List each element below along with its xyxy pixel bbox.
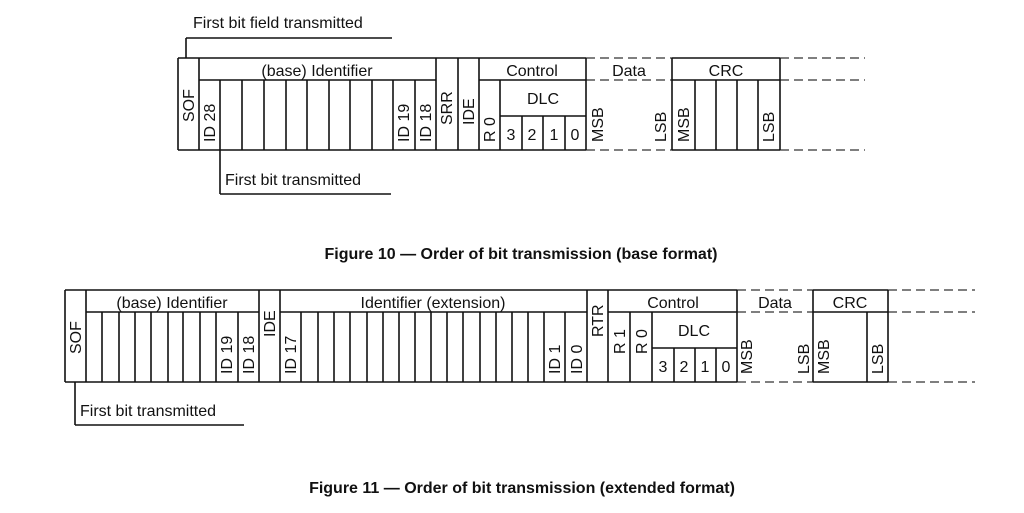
field-id-19: ID 19	[396, 104, 413, 142]
field-sof: SOF	[181, 89, 198, 122]
field-base-identifier: (base) Identifier	[261, 63, 373, 80]
field-id-17: ID 17	[283, 336, 300, 374]
dlc-bit: 0	[571, 127, 580, 144]
crc-msb: MSB	[816, 339, 833, 374]
figure-11-caption: Figure 11 — Order of bit transmission (e…	[309, 480, 735, 497]
annotation-first-bit-field: First bit field transmitted	[193, 15, 363, 32]
field-id-19: ID 19	[219, 336, 236, 374]
field-r0: R 0	[634, 329, 651, 354]
field-ide: IDE	[461, 98, 478, 125]
field-ide: IDE	[262, 310, 279, 337]
dlc-bit: 3	[659, 359, 668, 376]
field-dlc: DLC	[678, 323, 710, 340]
data-lsb: LSB	[796, 344, 813, 374]
crc-lsb: LSB	[761, 112, 778, 142]
crc-msb: MSB	[676, 107, 693, 142]
dlc-bit: 3	[507, 127, 516, 144]
field-dlc: DLC	[527, 91, 559, 108]
figure-11: First bit transmitted SOF (base) Identifie…	[64, 289, 975, 426]
field-base-identifier: (base) Identifier	[116, 295, 228, 312]
field-id-28: ID 28	[202, 104, 219, 142]
field-control: Control	[506, 63, 558, 80]
field-data: Data	[758, 295, 792, 312]
data-lsb: LSB	[653, 112, 670, 142]
dlc-bit: 0	[722, 359, 731, 376]
field-extension-identifier: Identifier (extension)	[361, 295, 506, 312]
figure-10-caption: Figure 10 — Order of bit transmission (b…	[325, 246, 718, 263]
dlc-bit: 2	[528, 127, 537, 144]
data-msb: MSB	[739, 339, 756, 374]
dlc-bit: 1	[550, 127, 559, 144]
dlc-bit: 1	[701, 359, 710, 376]
field-id-1: ID 1	[547, 345, 564, 374]
field-crc: CRC	[709, 63, 744, 80]
field-sof: SOF	[68, 321, 85, 354]
field-id-0: ID 0	[569, 345, 586, 374]
field-r1: R 1	[612, 329, 629, 354]
annotation-first-bit: First bit transmitted	[225, 172, 361, 189]
field-id-18: ID 18	[241, 336, 258, 374]
field-id-18: ID 18	[418, 104, 435, 142]
field-control: Control	[647, 295, 699, 312]
dlc-bit: 2	[680, 359, 689, 376]
field-srr: SRR	[439, 91, 456, 125]
field-r0: R 0	[482, 117, 499, 142]
field-crc: CRC	[833, 295, 868, 312]
data-msb: MSB	[590, 107, 607, 142]
crc-lsb: LSB	[870, 344, 887, 374]
annotation-first-bit: First bit transmitted	[80, 403, 216, 420]
field-rtr: RTR	[590, 304, 607, 337]
field-data: Data	[612, 63, 646, 80]
